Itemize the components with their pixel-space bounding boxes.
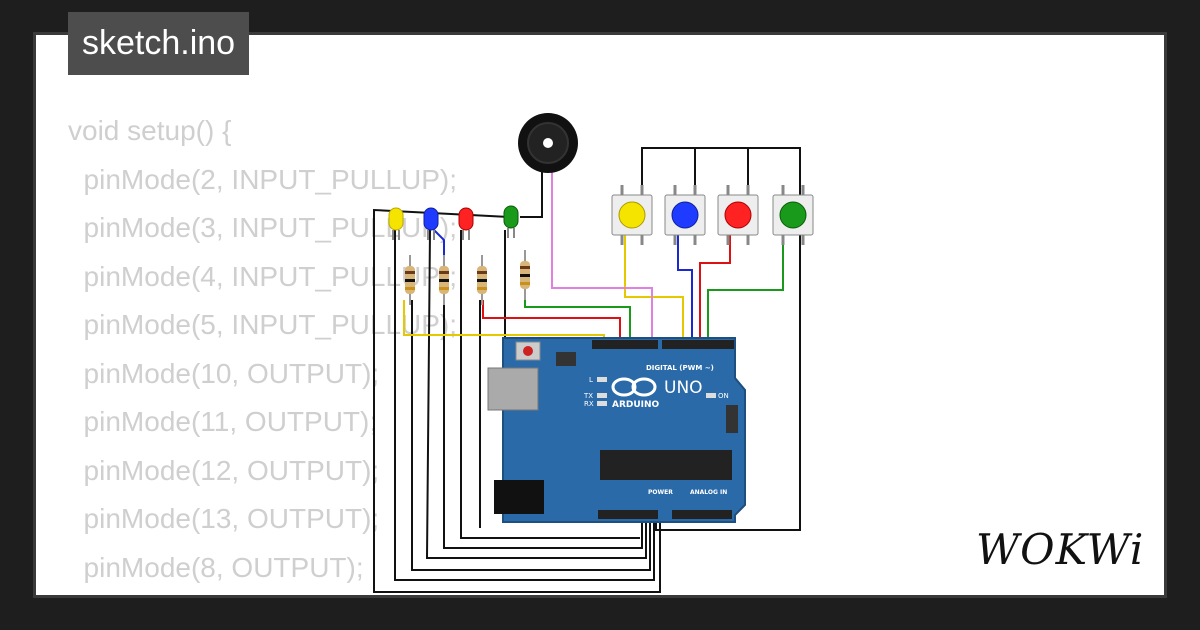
code-line: void setup() { — [68, 115, 232, 146]
code-line: pinMode(3, INPUT_PULLUP); — [68, 212, 458, 243]
resistor[interactable] — [439, 255, 449, 305]
wire-buzzer — [551, 168, 653, 348]
board-brand: ARDUINO — [612, 400, 660, 410]
button-yellow[interactable] — [611, 185, 653, 245]
wire-blue-button — [677, 235, 693, 348]
on-label: ON — [718, 392, 729, 400]
arduino-uno-board[interactable]: ARDUINO UNO DIGITAL (PWM ~) ANALOG IN PO… — [487, 337, 746, 523]
wokwi-logo: WOKWi — [976, 525, 1145, 574]
code-line: pinMode(4, INPUT_PULLUP); — [68, 260, 458, 292]
digital-label: DIGITAL (PWM ~) — [646, 364, 714, 372]
analog-label: ANALOG IN — [690, 489, 727, 496]
code-line: pinMode(12, OUTPUT); — [68, 454, 380, 486]
wire-red-led — [482, 300, 621, 348]
code-line: pinMode(10, OUTPUT); — [68, 357, 380, 389]
file-tab[interactable]: sketch.ino — [68, 12, 250, 75]
led-yellow[interactable] — [388, 207, 404, 240]
code-line: pinMode(8, OUTPUT); — [68, 551, 364, 583]
led-green[interactable] — [503, 205, 519, 238]
resistor[interactable] — [405, 255, 415, 305]
rx-label: RX — [584, 400, 594, 408]
button-red[interactable] — [717, 185, 759, 245]
resistor[interactable] — [520, 250, 530, 300]
code-line: pinMode(13, OUTPUT); — [68, 503, 380, 534]
buzzer-icon[interactable] — [518, 113, 578, 173]
wire-green-button — [707, 235, 784, 348]
led-red[interactable] — [458, 207, 474, 240]
power-label: POWER — [648, 489, 673, 496]
wire-red-button — [699, 235, 731, 348]
tx-label: TX — [583, 392, 593, 400]
reset-button[interactable] — [523, 346, 533, 356]
resistor[interactable] — [477, 255, 487, 305]
wire-yellow-button — [624, 235, 684, 348]
code-line: pinMode(2, INPUT_PULLUP); — [68, 163, 458, 195]
button-blue[interactable] — [664, 185, 706, 245]
code-line: pinMode(11, OUTPUT); — [68, 406, 378, 437]
button-green[interactable] — [772, 185, 814, 245]
l-label: L — [589, 376, 593, 384]
board-model: UNO — [664, 378, 703, 398]
code-preview: void setup() { pinMode(2, INPUT_PULLUP);… — [68, 107, 457, 595]
led-blue[interactable] — [423, 207, 439, 240]
